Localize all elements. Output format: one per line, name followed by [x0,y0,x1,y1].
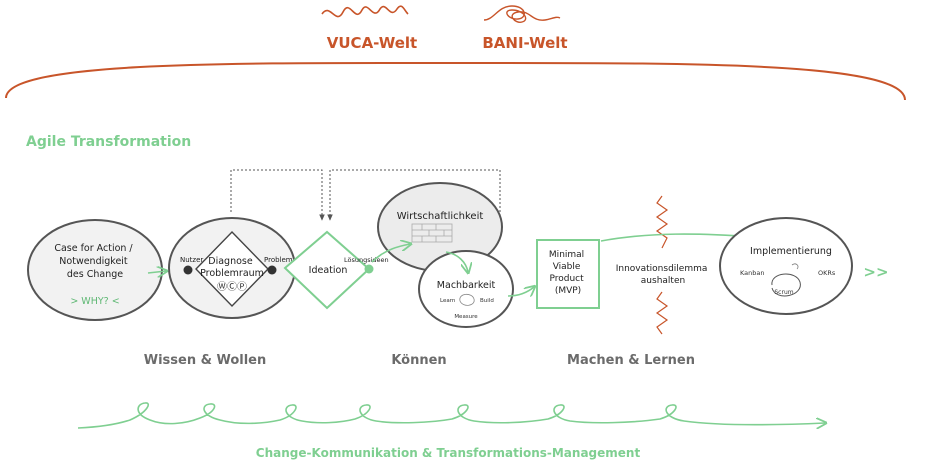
dilemma-line-2: aushalten [641,276,685,286]
machbarkeit-label: Machbarkeit [437,280,496,291]
phase-wissen-wollen: Wissen & Wollen [144,353,267,368]
diagnose-node: Nutzer Problem Diagnose Problemraum ⓌⒸⓅ [168,217,296,319]
svg-text:Minimal Viable Pro: Minimal Viable Product (MVP) [549,250,587,296]
case-line-2: Notwendigkeit [59,256,128,267]
wirtschaftlichkeit-label: Wirtschaftlichkeit [397,211,484,222]
mvp-node: Minimal Viable Product (MVP) [536,239,600,309]
brick-wall-icon [411,223,453,243]
problem-dot [267,265,277,275]
vuca-label: VUCA-Welt [327,34,417,52]
ideation-node: Ideation Lösungsideen [283,230,389,310]
case-for-action-node: Case for Action / Notwendigkeit des Chan… [27,219,163,321]
machbarkeit-node: Machbarkeit Learn Build Measure [418,250,514,328]
ideation-label: Ideation [309,265,348,276]
nutzer-label: Nutzer [180,256,203,264]
svg-text:Diagnose Problemraum: Diagnose Problemraum [200,256,264,279]
svg-text:Innovationsdilemma ausha: Innovationsdilemma aushalten [616,264,711,286]
why-label: > WHY? < [70,296,119,307]
feedback-loops [230,169,501,232]
okrs-label: OKRs [818,269,836,277]
mvp-line-4: (MVP) [555,286,581,296]
loop-arrow [77,402,825,428]
mvp-line-3: Product [549,274,584,284]
nutzer-dot [183,265,193,275]
kanban-label: Kanban [740,269,764,277]
phase-koennen: Können [391,353,446,368]
footer-label: Change-Kommunikation & Transformations-M… [256,446,641,460]
world-arc [5,61,906,101]
scrum-loop-icon [771,273,801,297]
zigzag-bottom-icon [655,291,669,335]
continue-marker: >> [863,263,888,281]
small-loop-icon [791,263,799,270]
arrow-wirtschaft-to-machbarkeit [445,251,468,272]
learn-build-loop-icon [459,293,475,306]
arrow-machbarkeit-to-mvp [507,287,534,296]
bani-scribble-icon [483,5,561,23]
bani-label: BANI-Welt [482,34,567,52]
innovationsdilemma-node: Innovationsdilemma aushalten [616,195,711,335]
loesungsideen-dot [364,264,374,274]
svg-text:Case for Action / Notwen: Case for Action / Notwendigkeit des Chan… [54,243,135,280]
loesungsideen-label: Lösungsideen [344,256,389,264]
mvp-line-1: Minimal [549,250,584,260]
arrow-ideation-to-wirtschaft [371,244,410,263]
measure-label: Measure [454,314,478,320]
learn-label: Learn [440,298,456,304]
section-title: Agile Transformation [26,134,191,150]
implementierung-label: Implementierung [750,246,832,257]
diagnose-line-1: Diagnose [208,256,253,267]
case-line-3: des Change [67,269,123,280]
mvp-line-2: Viable [553,262,581,272]
diagnose-symbols-icon: ⓌⒸⓅ [217,281,247,293]
zigzag-top-icon [655,195,669,249]
vuca-scribble-icon [321,5,409,18]
scrum-label: Scrum [774,289,793,296]
arrow-case-to-diagnose [147,271,166,273]
dilemma-line-1: Innovationsdilemma [616,264,708,274]
problem-label: Problem [264,256,293,264]
diagnose-line-2: Problemraum [200,268,264,279]
implementierung-node: Implementierung Kanban OKRs Scrum [719,217,853,315]
phase-machen-lernen: Machen & Lernen [567,353,695,368]
case-line-1: Case for Action / [54,243,133,254]
build-label: Build [480,298,494,304]
